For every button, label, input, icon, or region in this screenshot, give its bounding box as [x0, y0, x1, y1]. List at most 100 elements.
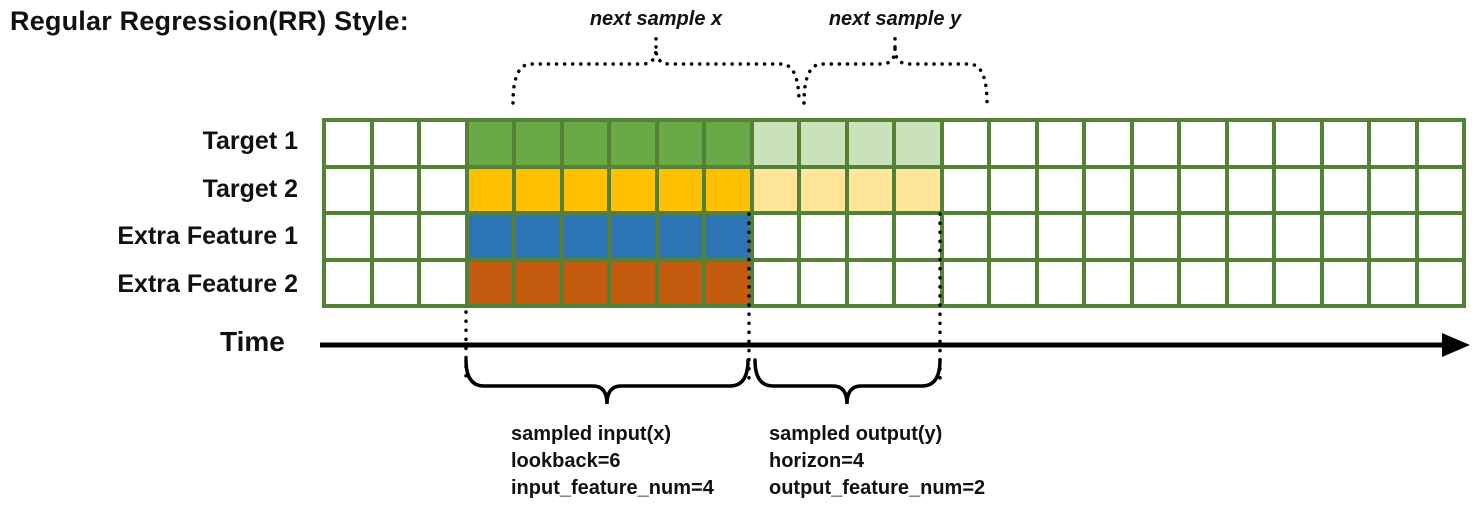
note-line-horizon: horizon=4 — [769, 450, 865, 472]
grid-cell-r3-c6 — [609, 259, 657, 306]
grid-cell-r1-c22 — [1369, 166, 1417, 213]
grid-cell-r2-c5 — [561, 213, 609, 260]
note-line-output-feature-num: output_feature_num=2 — [769, 477, 986, 499]
grid-cell-r3-c23 — [1416, 259, 1464, 306]
row-labels: Target 1 Target 2 Extra Feature 1 Extra … — [0, 118, 312, 308]
grid-cell-r0-c8 — [704, 120, 752, 167]
row-label-extra-feature-2: Extra Feature 2 — [117, 269, 298, 298]
grid-cell-r2-c13 — [941, 213, 989, 260]
grid-cell-r3-c0 — [324, 259, 372, 306]
row-label-extra-feature-1: Extra Feature 1 — [117, 222, 298, 251]
next-sample-y-label: next sample y — [828, 8, 962, 30]
grid-cell-r2-c15 — [1036, 213, 1084, 260]
grid-cell-r0-c5 — [561, 120, 609, 167]
grid-cell-r2-c11 — [846, 213, 894, 260]
next-sample-y-brace — [802, 48, 989, 105]
grid-cell-r1-c20 — [1274, 166, 1322, 213]
grid-cell-r2-c18 — [1179, 213, 1227, 260]
grid-cell-r0-c1 — [371, 120, 419, 167]
grid-cell-r1-c9 — [751, 166, 799, 213]
grid-cell-r3-c4 — [514, 259, 562, 306]
grid-cell-r1-c3 — [466, 166, 514, 213]
note-line-input-feature-num: input_feature_num=4 — [511, 477, 714, 499]
sampled-input-note: sampled input(x) lookback=6 input_featur… — [511, 421, 714, 502]
grid-cell-r3-c21 — [1321, 259, 1369, 306]
grid-cell-r1-c1 — [371, 166, 419, 213]
grid-cell-r1-c6 — [609, 166, 657, 213]
grid-cell-r2-c20 — [1274, 213, 1322, 260]
grid-cell-r3-c1 — [371, 259, 419, 306]
grid-cell-r2-c16 — [1084, 213, 1132, 260]
grid-cell-r3-c22 — [1369, 259, 1417, 306]
grid-cell-r1-c18 — [1179, 166, 1227, 213]
grid-cell-r0-c3 — [466, 120, 514, 167]
grid-cell-r0-c18 — [1179, 120, 1227, 167]
grid-cell-r0-c22 — [1369, 120, 1417, 167]
next-sample-x-label: next sample x — [589, 8, 723, 30]
sampled-input-brace — [464, 358, 750, 405]
grid-cell-r2-c9 — [751, 213, 799, 260]
grid-cell-r2-c0 — [324, 213, 372, 260]
grid-cell-r2-c2 — [419, 213, 467, 260]
grid-cell-r0-c7 — [656, 120, 704, 167]
grid-cell-r3-c20 — [1274, 259, 1322, 306]
grid-cell-r2-c14 — [989, 213, 1037, 260]
grid-cell-r3-c2 — [419, 259, 467, 306]
grid-cell-r0-c0 — [324, 120, 372, 167]
grid-cell-r3-c9 — [751, 259, 799, 306]
grid-cell-r2-c17 — [1131, 213, 1179, 260]
time-label: Time — [220, 326, 285, 357]
grid-cell-r1-c11 — [846, 166, 894, 213]
grid-cell-r2-c12 — [894, 213, 942, 260]
grid-cell-r2-c10 — [799, 213, 847, 260]
grid-cell-r3-c7 — [656, 259, 704, 306]
grid-cell-r3-c18 — [1179, 259, 1227, 306]
grid-cell-r1-c21 — [1321, 166, 1369, 213]
grid-cell-r3-c13 — [941, 259, 989, 306]
grid-cell-r2-c3 — [466, 213, 514, 260]
grid-cell-r1-c12 — [894, 166, 942, 213]
grid-cell-r3-c12 — [894, 259, 942, 306]
grid-cell-r1-c10 — [799, 166, 847, 213]
grid-cell-r1-c19 — [1226, 166, 1274, 213]
grid-cell-r0-c15 — [1036, 120, 1084, 167]
grid-cell-r1-c14 — [989, 166, 1037, 213]
grid-cell-r2-c8 — [704, 213, 752, 260]
grid-cell-r2-c4 — [514, 213, 562, 260]
grid-cell-r1-c8 — [704, 166, 752, 213]
grid-cell-r0-c17 — [1131, 120, 1179, 167]
grid-cell-r3-c17 — [1131, 259, 1179, 306]
grid-cell-r0-c9 — [751, 120, 799, 167]
grid-cell-r0-c12 — [894, 120, 942, 167]
grid-cell-r2-c7 — [656, 213, 704, 260]
row-label-target-1: Target 1 — [202, 127, 298, 156]
grid-cell-r1-c15 — [1036, 166, 1084, 213]
diagram-title: Regular Regression(RR) Style: — [10, 6, 409, 36]
grid-cell-r3-c15 — [1036, 259, 1084, 306]
grid-cell-r1-c17 — [1131, 166, 1179, 213]
grid-cell-r2-c23 — [1416, 213, 1464, 260]
grid-cell-r0-c11 — [846, 120, 894, 167]
grid-cell-r1-c23 — [1416, 166, 1464, 213]
grid-cell-r0-c10 — [799, 120, 847, 167]
grid-cell-r2-c22 — [1369, 213, 1417, 260]
grid-cell-r0-c4 — [514, 120, 562, 167]
grid-cell-r0-c23 — [1416, 120, 1464, 167]
grid-cell-r0-c21 — [1321, 120, 1369, 167]
grid-cell-r1-c13 — [941, 166, 989, 213]
grid-cell-r0-c20 — [1274, 120, 1322, 167]
sampled-output-note: sampled output(y) horizon=4 output_featu… — [769, 421, 985, 502]
grid-cell-r3-c5 — [561, 259, 609, 306]
grid-cell-r1-c7 — [656, 166, 704, 213]
grid-cell-r3-c11 — [846, 259, 894, 306]
grid-cell-r1-c2 — [419, 166, 467, 213]
grid-cell-r3-c14 — [989, 259, 1037, 306]
grid-cell-r1-c0 — [324, 166, 372, 213]
note-line-sampled-input: sampled input(x) — [511, 423, 672, 445]
sampled-output-brace — [753, 358, 942, 405]
grid-cell-r0-c2 — [419, 120, 467, 167]
grid-cell-r1-c16 — [1084, 166, 1132, 213]
grid-cell-r1-c5 — [561, 166, 609, 213]
grid-cell-r0-c16 — [1084, 120, 1132, 167]
